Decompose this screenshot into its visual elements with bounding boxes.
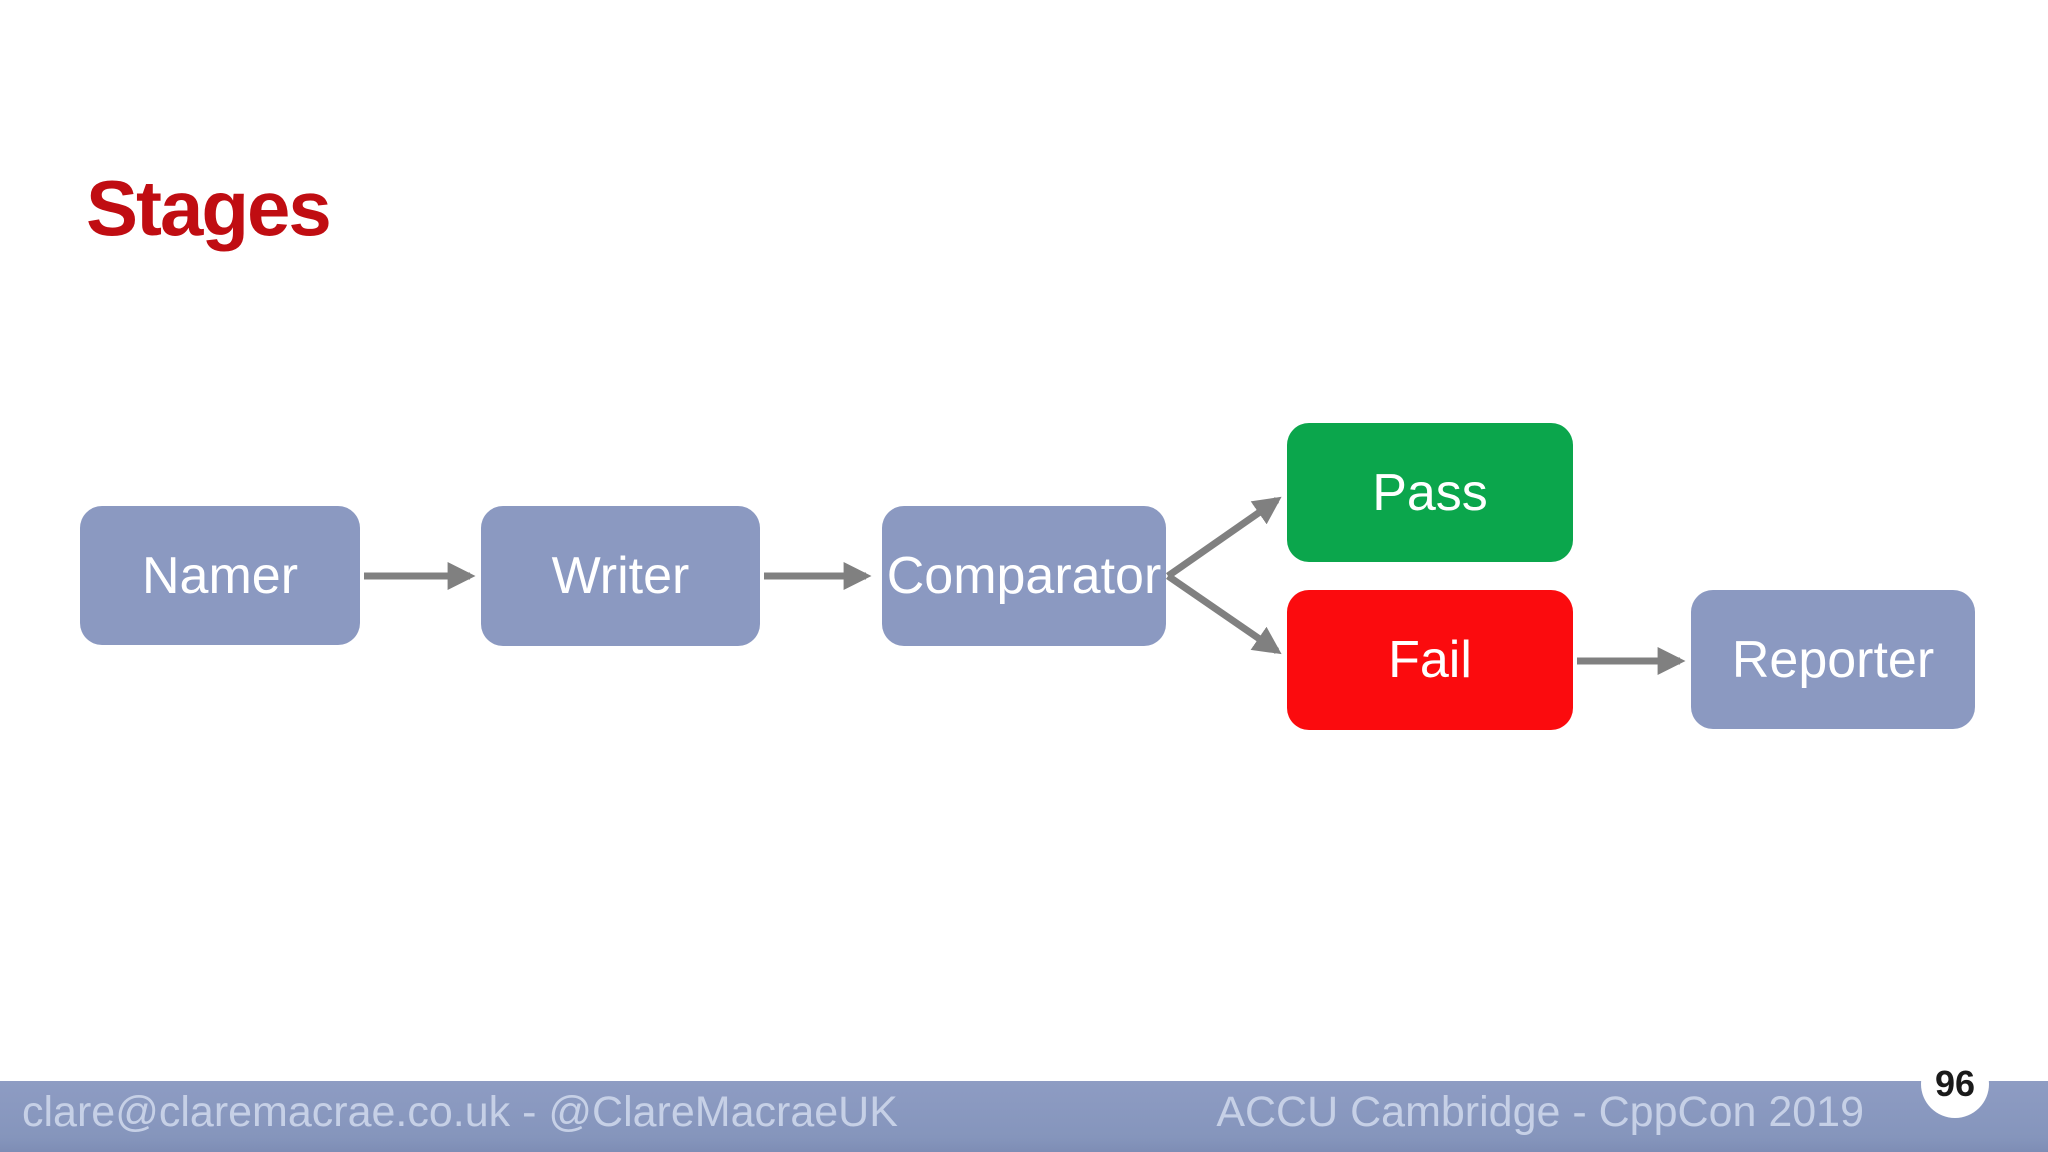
edge-comparator-pass [1165,496,1282,579]
node-comparator: Comparator [882,506,1166,646]
node-reporter: Reporter [1691,590,1975,729]
page-title: Stages [86,164,332,253]
node-reporter-label: Reporter [1731,630,1935,689]
node-comparator-label: Comparator [886,547,1162,605]
node-namer: Namer [80,506,360,645]
node-writer: Writer [481,506,760,646]
page-number-badge: 96 [1921,1050,1989,1118]
page-number: 96 [1934,1063,1976,1104]
node-pass: Pass [1287,423,1573,562]
node-fail: Fail [1287,590,1573,730]
node-namer-label: Namer [141,546,299,605]
edge-comparator-fail [1166,573,1282,655]
footer-contact-text: clare@claremacrae.co.uk - @ClareMacraeUK [22,1088,898,1136]
footer-bar: clare@claremacrae.co.uk - @ClareMacraeUK… [0,1081,2048,1152]
node-writer-label: Writer [551,547,690,605]
node-fail-label: Fail [1388,631,1472,689]
node-pass-label: Pass [1372,463,1488,522]
footer-conference-text: ACCU Cambridge - CppCon 2019 [1216,1088,1864,1136]
